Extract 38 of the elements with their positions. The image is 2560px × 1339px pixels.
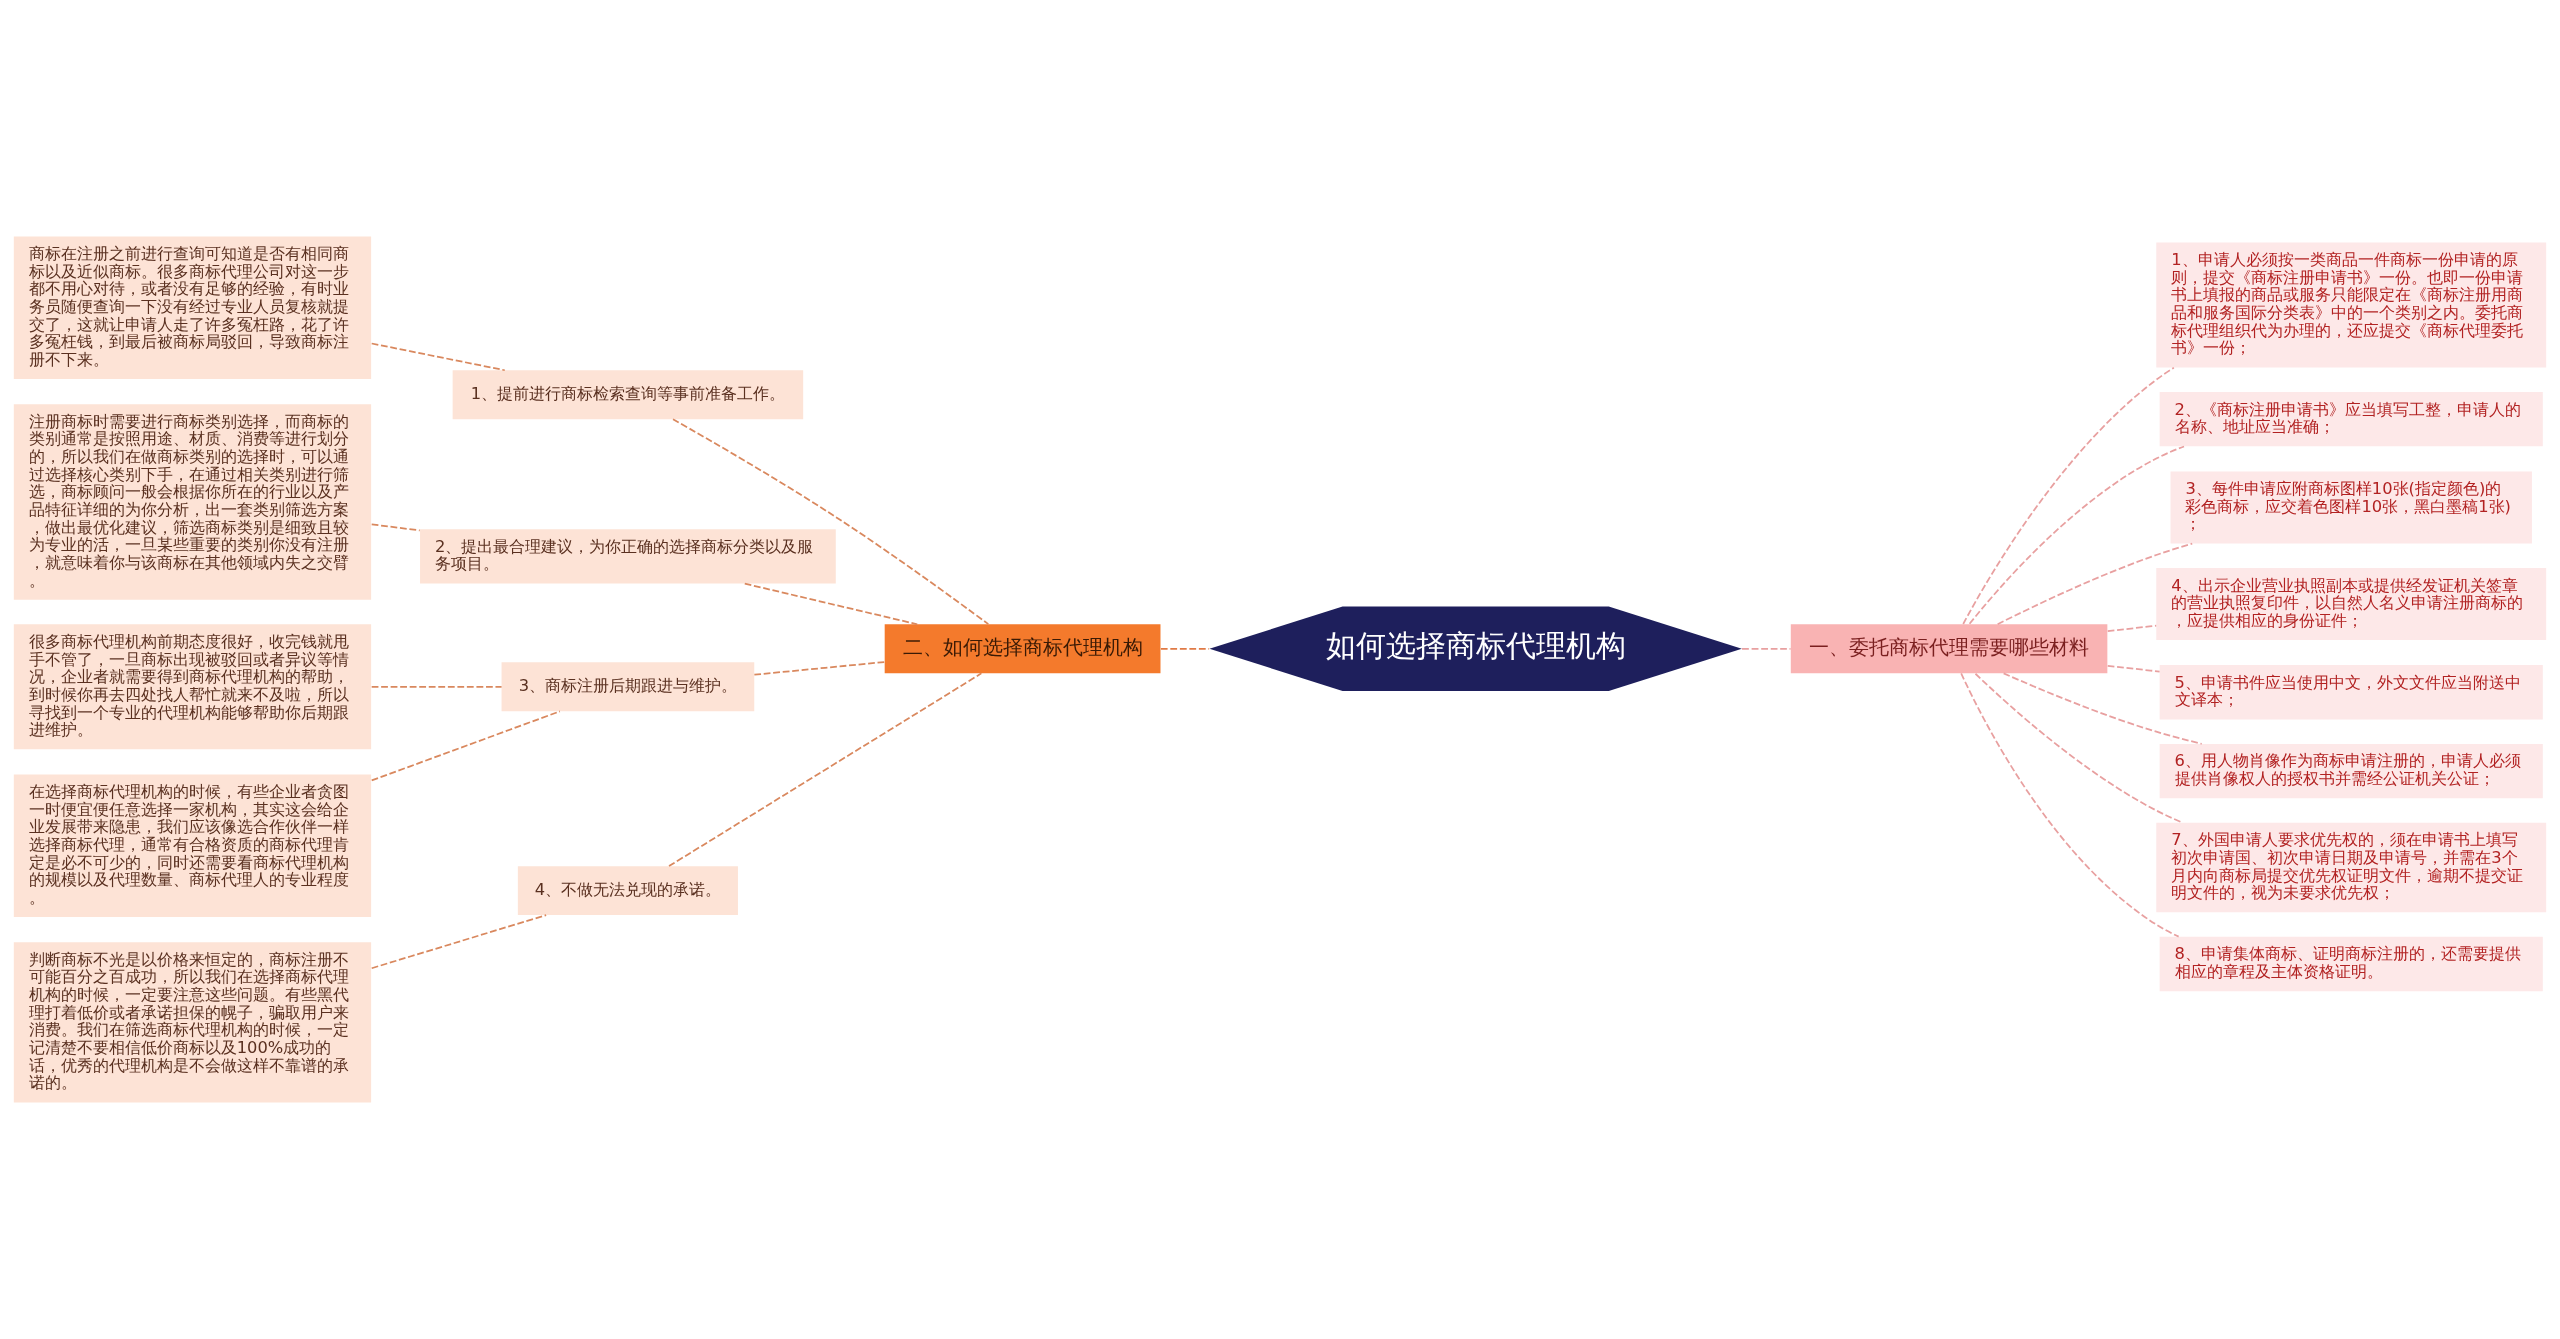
node-box: 1、申请人必须按一类商品一件商标一份申请的原则，提交《商标注册申请书》一份。也即一份申请书上填报的商品或服务只能限定在《商标注册用商品和服务国际分类表》中的一个类别之内。委托商标代理组织代为办理的，还应提交《商标代理委托书》一份；	[2156, 242, 2547, 368]
connector	[370, 523, 421, 532]
node-box: 商标在注册之前进行查询可知道是否有相同商标以及近似商标。很多商标代理公司对这一步都不用心对待，或者没有足够的经验，有时业务员随便查询一下没有经过专业人员复核就提交了，这就让申请人走了许多冤枉路，花了许多冤枉钱，到最后被商标局驳回，导致商标注册不下来。	[13, 236, 372, 380]
connector	[370, 685, 503, 688]
connector	[2106, 624, 2158, 632]
connector	[2002, 672, 2203, 745]
node-box: 7、外国申请人要求优先权的，须在申请书上填写初次申请国、初次申请日期及申请号，并需在3个月内向商标局提交优先权证明文件，逾期不提交证明文件的，视为未要求优先权；	[2156, 822, 2547, 913]
connector	[672, 418, 990, 625]
connector	[370, 342, 506, 372]
node-box: 判断商标不光是以价格来恒定的，商标注册不可能百分之百成功，所以我们在选择商标代理机构的时候，一定要注意这些问题。有些黑代理打着低价或者承诺担保的幌子，骗取用户来消费。我们在筛选商标代理机构的时候，一定记清楚不要相信低价商标以及100%成功的话，优秀的代理机构是不会做这样不靠谱的承诺的。	[13, 942, 372, 1103]
connector	[668, 672, 983, 867]
connector	[1974, 672, 2184, 824]
connector	[1960, 672, 2180, 938]
connector	[1160, 647, 1210, 650]
connector	[753, 661, 886, 676]
node-box: 5、申请书件应当使用中文，外文文件应当附送中文译本；	[2159, 665, 2543, 720]
connector	[1741, 647, 1792, 650]
node-box: 1、提前进行商标检索查询等事前准备工作。	[452, 370, 804, 420]
node-box: 3、商标注册后期跟进与维护。	[501, 662, 755, 712]
connector	[370, 710, 561, 782]
node-box: 2、提出最合理建议，为你正确的选择商标分类以及服务项目。	[420, 529, 836, 584]
node-box: 4、出示企业营业执照副本或提供经发证机关签章的营业执照复印件，以自然人名义申请注册商标的，应提供相应的身份证件；	[2156, 567, 2547, 640]
node-box: 3、每件申请应附商标图样10张(指定颜色)的彩色商标，应交着色图样10张，黑白墨稿1张)；	[2170, 471, 2532, 544]
connector	[743, 582, 919, 626]
connector	[370, 914, 548, 970]
connector	[1996, 542, 2194, 626]
node-box: 注册商标时需要进行商标类别选择，而商标的类别通常是按照用途、材质、消费等进行划分的，所以我们在做商标类别的选择时，可以通过选择核心类别下手，在通过相关类别进行筛选，商标顾问一般会根据你所在的行业以及产品特征详细的为你分析，出一套类别筛选方案，做出最优化建议，筛选商标类别是细致且较为专业的活，一旦某些重要的类别你没有注册，就意味着你与该商标在其他领域内失之交臂。	[13, 404, 372, 600]
connector	[2106, 665, 2161, 673]
node-box: 二、如何选择商标代理机构	[884, 624, 1161, 674]
node-box: 6、用人物肖像作为商标申请注册的，申请人必须提供肖像权人的授权书并需经公证机关公证；	[2159, 743, 2543, 799]
node-box: 4、不做无法兑现的承诺。	[517, 866, 738, 916]
connector	[1968, 445, 2185, 625]
node-box: 一、委托商标代理需要哪些材料	[1790, 624, 2108, 674]
node-box: 在选择商标代理机构的时候，有些企业者贪图一时便宜便任意选择一家机构，其实这会给企业发展带来隐患，我们应该像选合作伙伴一样选择商标代理，通常有合格资质的商标代理肯定是必不可少的，同时还需要看商标代理机构的规模以及代理数量、商标代理人的专业程度。	[13, 774, 372, 918]
node-box: 很多商标代理机构前期态度很好，收完钱就甩手不管了，一旦商标出现被驳回或者异议等情况，企业者就需要得到商标代理机构的帮助，到时候你再去四处找人帮忙就来不及啦，所以寻找到一个专业的代理机构能够帮助你后期跟进维护。	[13, 624, 372, 750]
node-box: 8、申请集体商标、证明商标注册的，还需要提供相应的章程及主体资格证明。	[2159, 936, 2543, 992]
connector	[1962, 366, 2175, 625]
node-box: 2、《商标注册申请书》应当填写工整，申请人的名称、地址应当准确；	[2159, 392, 2543, 447]
